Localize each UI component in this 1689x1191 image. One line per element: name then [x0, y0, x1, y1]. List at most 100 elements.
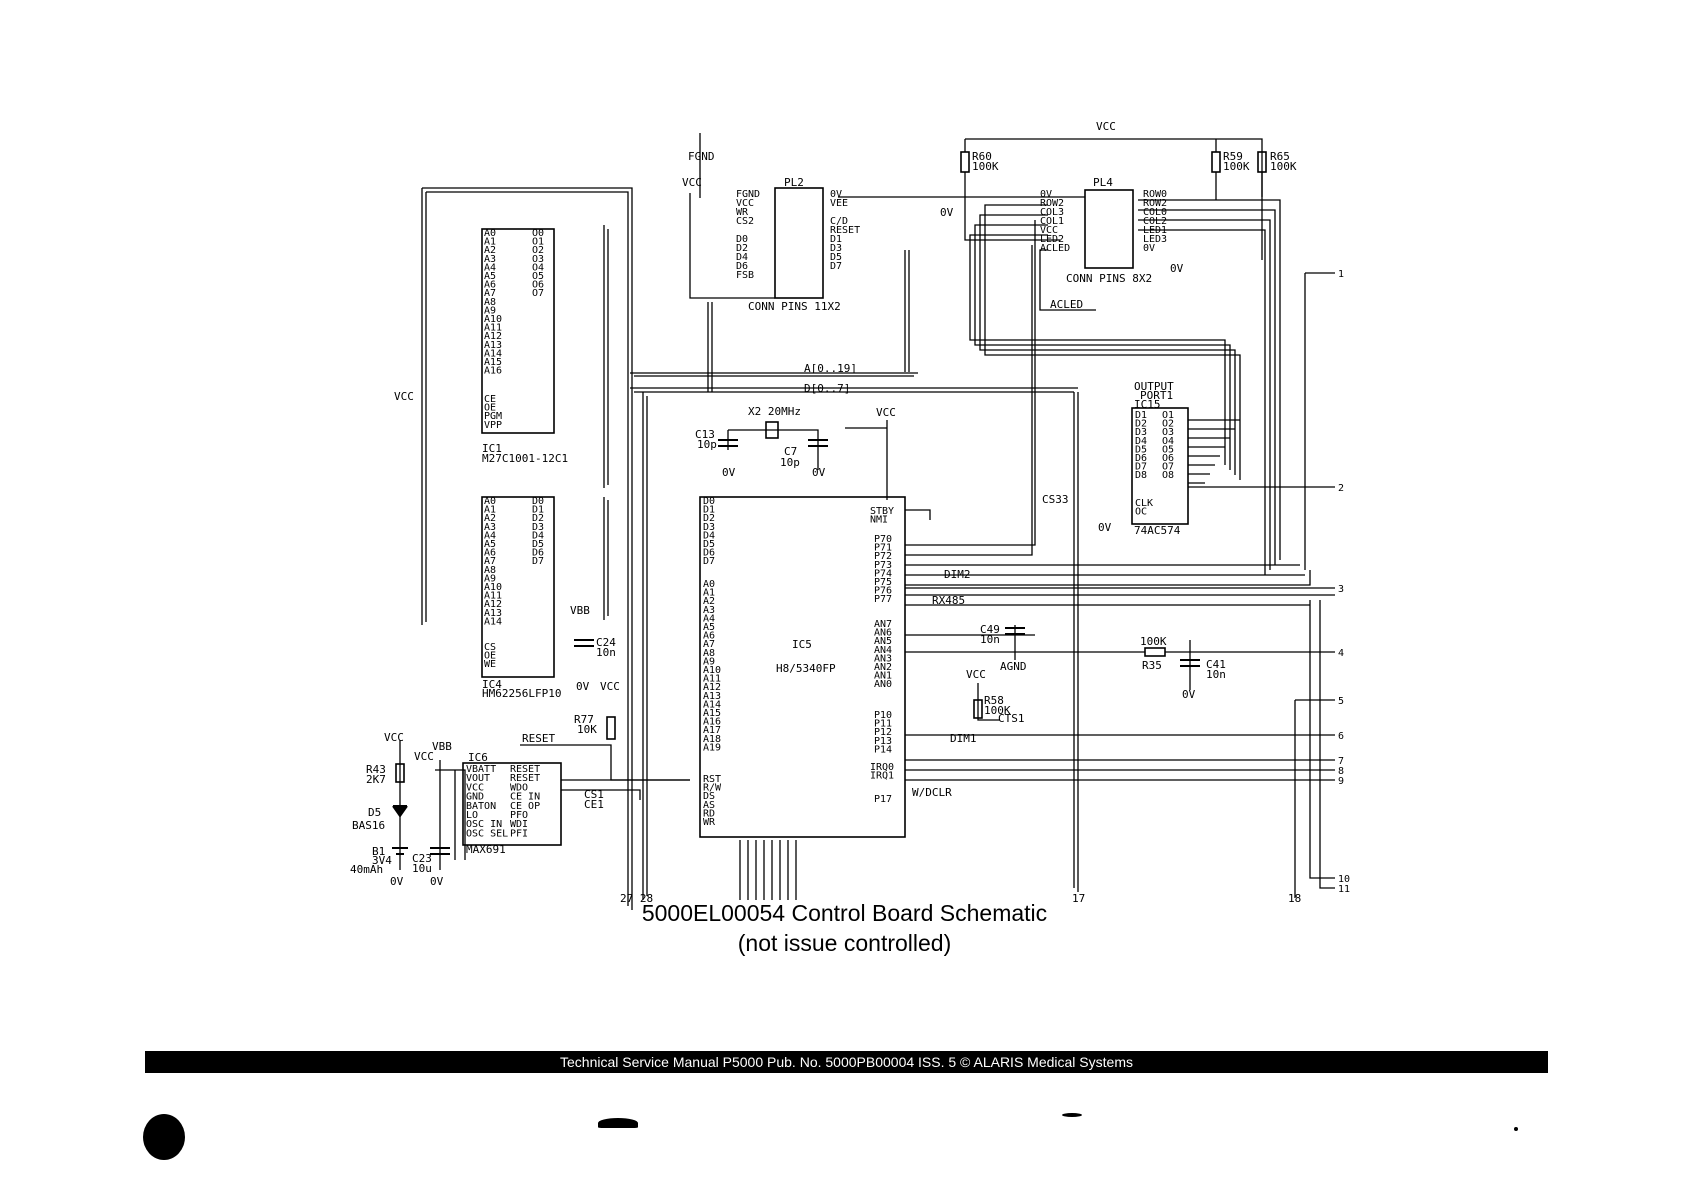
r59-val: 100K — [1223, 160, 1250, 173]
label-cs1: CS1 — [584, 788, 604, 801]
pin-label: AN6 — [874, 628, 892, 639]
pin-label: D6 — [1135, 453, 1147, 464]
pin-label: WE — [484, 659, 496, 670]
c24-val: 10n — [596, 646, 616, 659]
pin-label: COL1 — [1040, 216, 1064, 227]
pin-label: A0 — [484, 228, 496, 239]
pin-label: P75 — [874, 577, 892, 588]
pin-label: A2 — [484, 513, 496, 524]
label-0v-ic15: 0V — [1098, 521, 1112, 534]
pin-label: A12 — [703, 682, 721, 693]
pin-label: A3 — [484, 254, 496, 265]
pin-label: D4 — [532, 530, 544, 541]
label-vcc-pl2: VCC — [682, 176, 702, 189]
pin-label: P74 — [874, 568, 892, 579]
label-dim1: DIM1 — [950, 732, 977, 745]
pin-label: AN1 — [874, 671, 892, 682]
ic5-ref: IC5 — [792, 638, 812, 651]
d5-diode — [392, 805, 408, 818]
pin-label: O1 — [1162, 410, 1174, 421]
pin-label: D4 — [736, 252, 748, 263]
offpage-connector-2: 2 — [1338, 483, 1344, 494]
label-vcc-r77: VCC — [600, 680, 620, 693]
pin-label: P11 — [874, 719, 892, 730]
pin-label: IRQ1 — [870, 771, 894, 782]
pin-label: C/D — [830, 216, 848, 227]
pin-label: LO — [466, 810, 478, 821]
pin-label: P14 — [874, 744, 892, 755]
pin-label: O2 — [532, 245, 544, 256]
pin-label: D2 — [736, 243, 748, 254]
pin-label: A3 — [484, 522, 496, 533]
pin-label: A4 — [484, 530, 496, 541]
pin-label: D1 — [532, 505, 544, 516]
label-wdclr: W/DCLR — [912, 786, 952, 799]
pin-label: O8 — [1162, 470, 1174, 481]
pin-label: CE IN — [510, 792, 540, 803]
pin-label: A9 — [484, 305, 496, 316]
pin-label: D3 — [1135, 427, 1147, 438]
r60-ref: R60 — [972, 150, 992, 163]
pin-label: A7 — [484, 556, 496, 567]
pin-label: A8 — [484, 297, 496, 308]
ic1-part: M27C1001-12C1 — [482, 452, 568, 465]
r60-val: 100K — [972, 160, 999, 173]
pin-label: D7 — [532, 556, 544, 567]
pin-label: P71 — [874, 543, 892, 554]
pin-label: RD — [703, 808, 715, 819]
label-acled: ACLED — [1050, 298, 1083, 311]
r58-ref: R58 — [984, 694, 1004, 707]
r59-body — [1211, 151, 1221, 173]
pin-label: A15 — [484, 357, 502, 368]
r58-wire — [977, 683, 1000, 721]
c24-plates — [574, 639, 594, 647]
pin-label: AN2 — [874, 662, 892, 673]
pin-label: A13 — [703, 691, 721, 702]
c41-val: 10n — [1206, 668, 1226, 681]
ic15-body — [1131, 407, 1189, 525]
pin-label: AN3 — [874, 653, 892, 664]
pin-label: PFO — [510, 810, 528, 821]
pin-label: A5 — [703, 622, 715, 633]
pin-label: OC — [1135, 507, 1147, 518]
c49-ref: C49 — [980, 623, 1000, 636]
c41-plates — [1180, 659, 1200, 667]
pl4-body — [1084, 189, 1134, 269]
pl2-data-bus — [707, 250, 910, 392]
ic1-bus — [421, 188, 427, 625]
pin-label: P13 — [874, 736, 892, 747]
c49-plates — [1005, 627, 1025, 635]
label-rx485: RX485 — [932, 594, 965, 607]
pin-label: D6 — [532, 548, 544, 559]
pin-label: D0 — [532, 496, 544, 507]
pin-label: D8 — [1135, 470, 1147, 481]
pin-label: AS — [703, 800, 715, 811]
pin-label: A12 — [484, 599, 502, 610]
pin-label: D2 — [1135, 419, 1147, 430]
label-vcc-ic1: VCC — [394, 390, 414, 403]
ic5-body — [699, 496, 906, 838]
pin-label: P10 — [874, 710, 892, 721]
pin-label: A16 — [703, 717, 721, 728]
pin-label: O6 — [1162, 453, 1174, 464]
pin-label: WR — [736, 207, 749, 218]
r60-body — [960, 151, 970, 173]
pin-label: RESET — [830, 225, 860, 236]
pin-label: COL0 — [1143, 207, 1167, 218]
pin-label: WDO — [510, 782, 528, 793]
offpage-connector-10: 10 — [1338, 874, 1350, 885]
pin-label: O3 — [1162, 427, 1174, 438]
label-vcc-top: VCC — [1096, 120, 1116, 133]
ic5-p7-wires — [905, 220, 1335, 606]
b1-val2: 40mAh — [350, 863, 383, 876]
pin-label: O7 — [1162, 462, 1174, 473]
pin-label: AN0 — [874, 679, 892, 690]
pin-label: A4 — [484, 262, 496, 273]
pin-label: A11 — [484, 591, 502, 602]
pin-label: D6 — [736, 261, 748, 272]
c7-plates — [808, 439, 828, 447]
bottom-net-right: 18 — [1288, 892, 1301, 905]
b1-val1: 3V4 — [372, 854, 392, 867]
pin-label: RST — [703, 774, 721, 785]
ic6-out-wires — [561, 779, 690, 800]
